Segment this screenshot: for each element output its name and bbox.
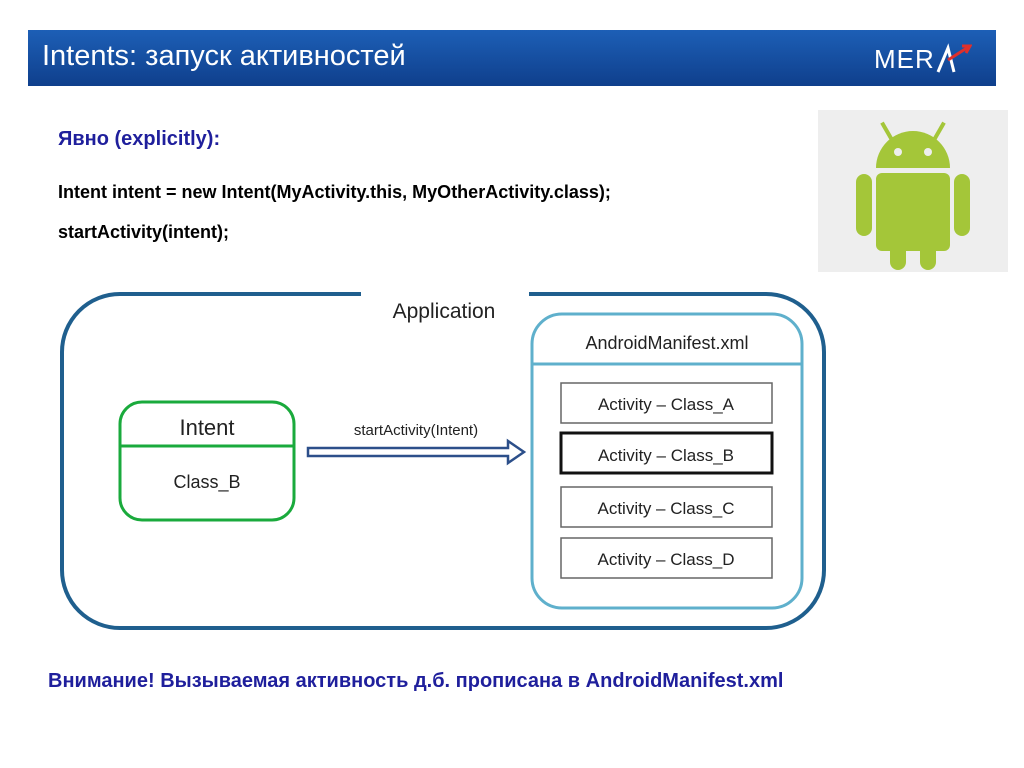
manifest-title: AndroidManifest.xml (585, 333, 748, 353)
activity-item-label: Activity – Class_B (598, 446, 734, 465)
code-line-intent: Intent intent = new Intent(MyActivity.th… (58, 182, 611, 202)
intent-diagram: Application Intent Class_B startActivity… (60, 290, 826, 630)
activity-item-class-a (560, 382, 773, 424)
intent-box (118, 400, 296, 522)
manifest-warning: Внимание! Вызываемая активность д.б. про… (48, 670, 784, 692)
activity-item-label: Activity – Class_D (598, 550, 735, 569)
activity-list: Activity – Class_A Activity – Class_B Ac… (559, 382, 774, 579)
arrow-label: startActivity(Intent) (354, 422, 478, 439)
page-title: Intents: запуск активностей (42, 40, 406, 72)
subtitle: Явно (explicitly): (58, 128, 221, 150)
activity-item-label: Activity – Class_C (598, 499, 735, 518)
activity-item-label: Activity – Class_A (598, 395, 735, 414)
activity-item-class-c (560, 486, 773, 528)
android-robot-icon (856, 121, 970, 270)
title-bar: Intents: запуск активностей MER (28, 30, 996, 86)
activity-item-class-d (560, 537, 773, 579)
mera-logo: MER (874, 40, 984, 76)
code-line-start-activity: startActivity(intent); (58, 222, 230, 242)
intent-box-title: Intent (179, 415, 234, 440)
activity-item-class-b (559, 431, 774, 475)
intent-box-class: Class_B (173, 472, 240, 493)
application-label: Application (393, 300, 496, 323)
android-logo (818, 110, 1008, 272)
start-activity-arrow (306, 438, 527, 466)
logo-mark-icon (936, 43, 972, 73)
logo-text: MER (874, 44, 935, 74)
